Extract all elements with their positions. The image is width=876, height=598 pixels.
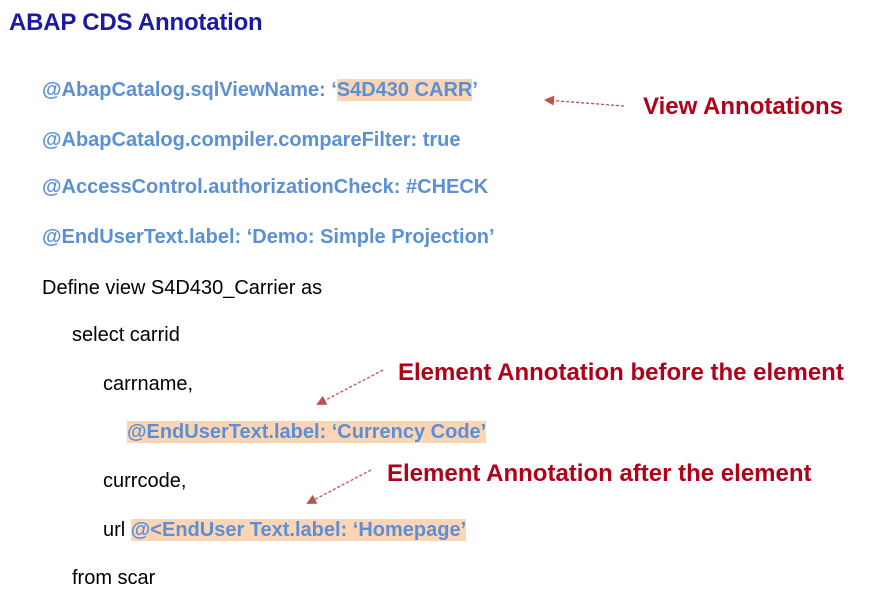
- callout-view-annotations: View Annotations: [643, 93, 844, 120]
- callout-element-after: Element Annotation after the element: [387, 460, 812, 487]
- url-element: url: [103, 519, 131, 541]
- annotation-sqlviewname: @AbapCatalog.sqlViewName: ‘S4D430 CARR’: [42, 77, 478, 103]
- select-line: select carrid: [72, 324, 180, 346]
- arrow-element-after: [306, 469, 372, 504]
- from-line: from scar: [72, 567, 156, 589]
- annotation-sqlviewname-value: S4D430 CARR: [336, 79, 473, 101]
- currcode-line: currcode,: [103, 470, 187, 492]
- slide-title: ABAP CDS Annotation: [9, 9, 263, 36]
- element-annotation-homepage: @<EndUser Text.label: ‘Homepage’: [130, 519, 467, 541]
- callout-element-before: Element Annotation before the element: [398, 359, 844, 386]
- carrname-line: carrname,: [103, 373, 194, 395]
- arrow-element-before: [316, 369, 384, 405]
- annotation-sqlviewname-suffix: ’: [472, 79, 478, 101]
- element-annotation-currency-text: @EndUserText.label: ‘Currency Code’: [127, 421, 487, 443]
- annotation-sqlviewname-prefix: @AbapCatalog.sqlViewName: ‘: [42, 79, 337, 101]
- arrow-view-annotations: [544, 95, 625, 107]
- annotation-enduser-label: @EndUserText.label: ‘Demo: Simple Projec…: [42, 226, 495, 248]
- annotation-authorization-check: @AccessControl.authorizationCheck: #CHEC…: [42, 176, 489, 198]
- url-line: url @<EndUser Text.label: ‘Homepage’: [103, 517, 467, 543]
- define-view-line: Define view S4D430_Carrier as: [42, 277, 323, 299]
- element-annotation-currency: @EndUserText.label: ‘Currency Code’: [127, 419, 487, 445]
- annotation-compare-filter: @AbapCatalog.compiler.compareFilter: tru…: [42, 129, 461, 151]
